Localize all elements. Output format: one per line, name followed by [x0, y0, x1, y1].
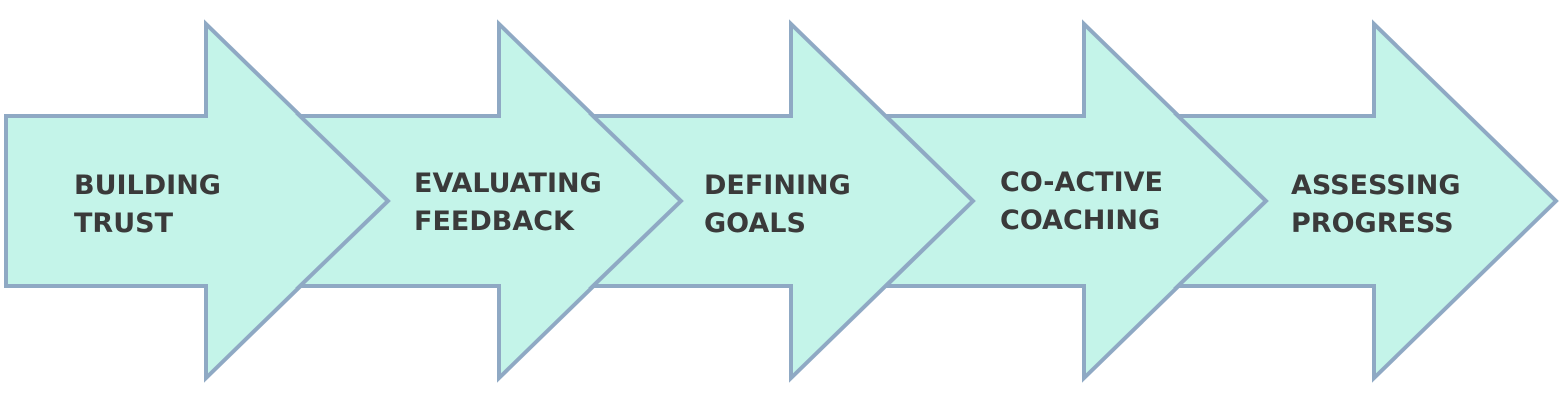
step-3-arrow-shape: [588, 19, 976, 383]
step-2-arrow-shape: [295, 19, 684, 383]
step-4-label-line-2: COACHING: [1000, 205, 1160, 236]
process-step-1: BUILDING TRUST: [4, 19, 391, 383]
process-step-3: DEFINING GOALS: [588, 19, 976, 383]
step-2-label: EVALUATING FEEDBACK: [414, 168, 611, 237]
step-1-label: BUILDING TRUST: [74, 170, 230, 239]
step-3-label: DEFINING GOALS: [704, 170, 860, 239]
process-step-2: EVALUATING FEEDBACK: [295, 19, 684, 383]
step-5-label-line-2: PROGRESS: [1291, 208, 1454, 239]
step-5-arrow-shape: [1173, 19, 1559, 383]
step-4-arrow-shape: [881, 19, 1269, 383]
step-5-label-line-1: ASSESSING: [1291, 170, 1461, 201]
step-5-label: ASSESSING PROGRESS: [1291, 170, 1470, 239]
process-step-5: ASSESSING PROGRESS: [1173, 19, 1559, 383]
step-2-label-line-1: EVALUATING: [414, 168, 602, 199]
step-2-label-line-2: FEEDBACK: [414, 206, 575, 237]
step-4-label: CO-ACTIVE COACHING: [1000, 167, 1172, 236]
process-step-4: CO-ACTIVE COACHING: [881, 19, 1269, 383]
step-3-label-line-1: DEFINING: [704, 170, 851, 201]
step-1-label-line-2: TRUST: [74, 208, 174, 239]
step-3-label-line-2: GOALS: [704, 208, 806, 239]
step-4-label-line-1: CO-ACTIVE: [1000, 167, 1163, 198]
step-1-arrow-shape: [4, 19, 391, 383]
step-1-label-line-1: BUILDING: [74, 170, 221, 201]
